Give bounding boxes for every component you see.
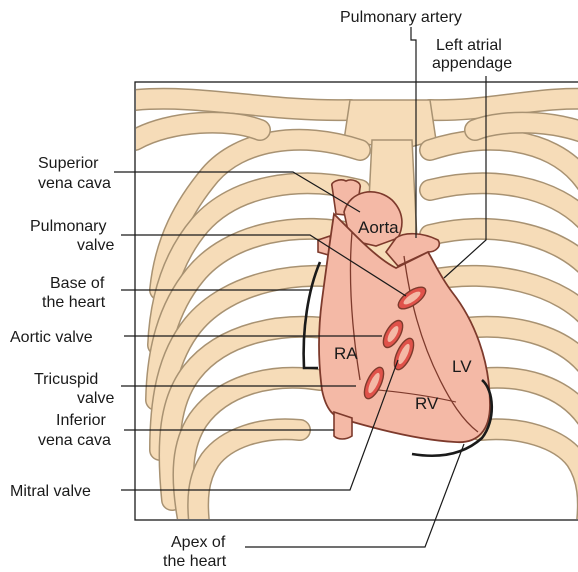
label-inferior-vena-cava-2: vena cava [38,432,111,449]
label-aortic-valve: Aortic valve [10,329,93,346]
label-left-atrial-appendage-1: Left atrial [436,37,502,54]
label-superior-vena-cava-2: vena cava [38,175,111,192]
label-superior-vena-cava-1: Superior [38,155,99,172]
label-tricuspid-valve-1: Tricuspid [34,371,98,388]
label-apex-of-heart-2: the heart [163,553,227,570]
label-pulmonary-valve-1: Pulmonary [30,218,106,235]
label-pulmonary-artery: Pulmonary artery [340,9,462,26]
label-base-of-heart-2: the heart [42,294,106,311]
label-base-of-heart-1: Base of [50,275,105,292]
label-pulmonary-valve-2: valve [77,237,114,254]
label-rv: RV [415,394,439,413]
label-apex-of-heart-1: Apex of [171,534,226,551]
label-inferior-vena-cava-1: Inferior [56,412,106,429]
label-tricuspid-valve-2: valve [77,390,114,407]
label-mitral-valve: Mitral valve [10,483,91,500]
label-lv: LV [452,357,472,376]
label-left-atrial-appendage-2: appendage [432,55,512,72]
label-ra: RA [334,344,358,363]
label-aorta: Aorta [358,218,399,237]
